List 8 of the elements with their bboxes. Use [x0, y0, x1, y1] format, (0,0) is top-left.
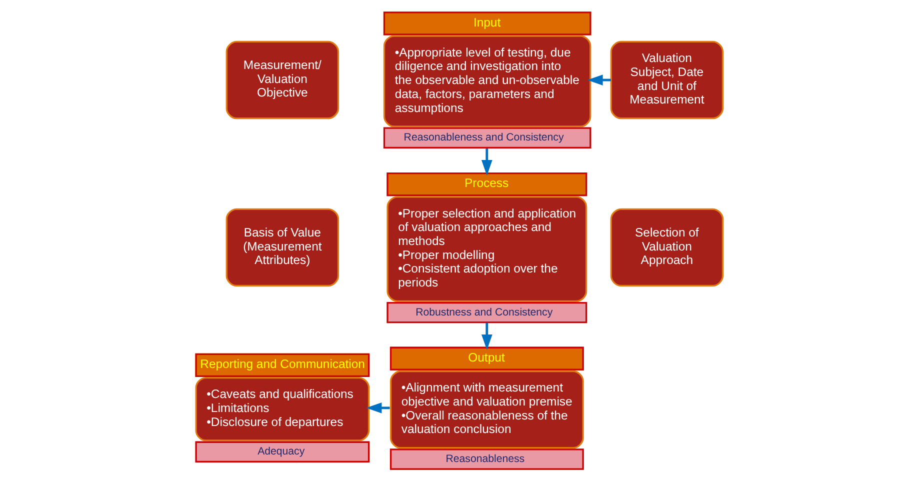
arrow — [587, 74, 611, 86]
arrow — [481, 322, 492, 350]
node-box: Valuation Subject, Date and Unit of Measurement — [610, 40, 724, 120]
node-box: Selection of Valuation Approach — [610, 208, 724, 287]
arrow — [481, 148, 492, 176]
arrow — [366, 402, 390, 414]
node-box: Measurement/ Valuation Objective — [226, 40, 340, 120]
node-box: Basis of Value (Measurement Attributes) — [226, 208, 340, 287]
